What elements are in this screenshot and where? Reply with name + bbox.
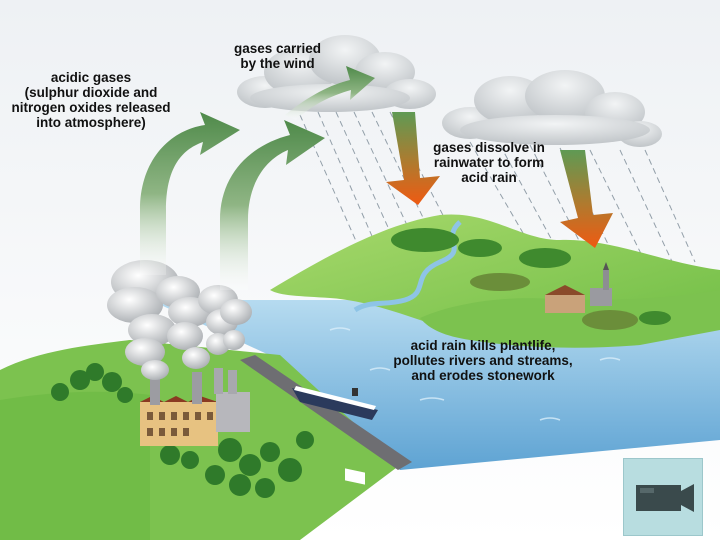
acidic-gases-label: acidic gases (sulphur dioxide and nitrog…	[11, 70, 171, 130]
village	[545, 262, 612, 313]
wind-arrow	[285, 66, 375, 120]
foreground-trees	[51, 363, 314, 498]
gases-dissolve-label: gases dissolve in rainwater to form acid…	[433, 140, 545, 185]
acid-rain-arrow-left	[386, 112, 440, 205]
video-camera-icon	[636, 484, 694, 512]
cloud-right	[442, 70, 662, 147]
forest-clusters	[391, 228, 671, 330]
acid-rain-effects-label: acid rain kills plantlife, pollutes rive…	[393, 338, 573, 383]
rising-gas-arrow-left	[140, 112, 240, 275]
cloud-left	[237, 35, 436, 112]
cargo-ship	[292, 386, 378, 485]
video-button[interactable]	[623, 458, 703, 536]
rising-gas-arrow-right	[220, 120, 325, 290]
gases-carried-label: gases carried by the wind	[233, 41, 322, 71]
water-ripples	[329, 327, 621, 421]
acid-rain-arrow-right	[560, 150, 613, 248]
roadside	[240, 355, 412, 470]
right-bank	[420, 290, 720, 348]
smoke-plumes	[107, 260, 252, 380]
power-station	[140, 368, 250, 446]
